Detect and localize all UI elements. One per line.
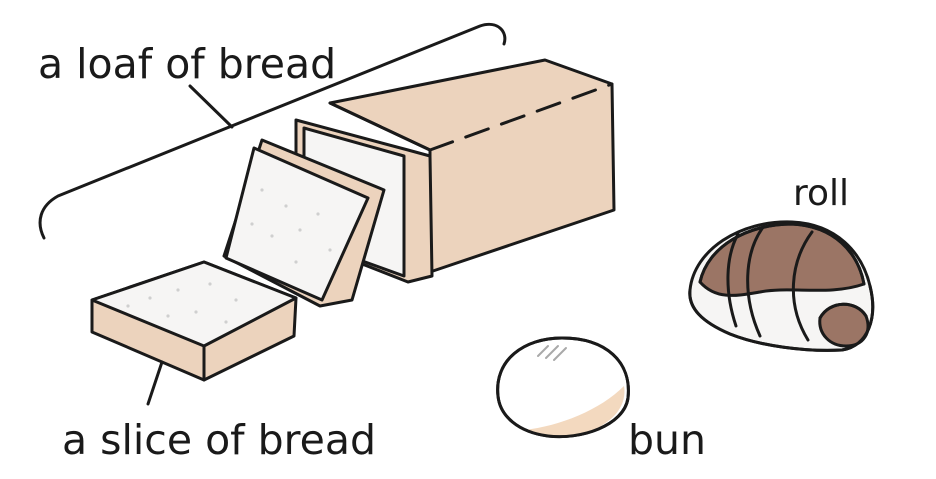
roll-illustration <box>688 220 875 352</box>
loaf-bracket <box>38 23 507 240</box>
bread-slice-middle <box>222 138 386 308</box>
label-slice-of-bread: a slice of bread <box>62 416 377 464</box>
bun-illustration <box>496 336 630 439</box>
slice-pointer-line <box>146 360 164 406</box>
bread-slice-front <box>90 260 298 382</box>
loaf-pointer-line <box>188 84 234 129</box>
label-loaf-of-bread: a loaf of bread <box>38 40 337 88</box>
label-bun: bun <box>628 416 706 464</box>
label-roll: roll <box>793 173 850 214</box>
loaf-body <box>328 58 616 274</box>
